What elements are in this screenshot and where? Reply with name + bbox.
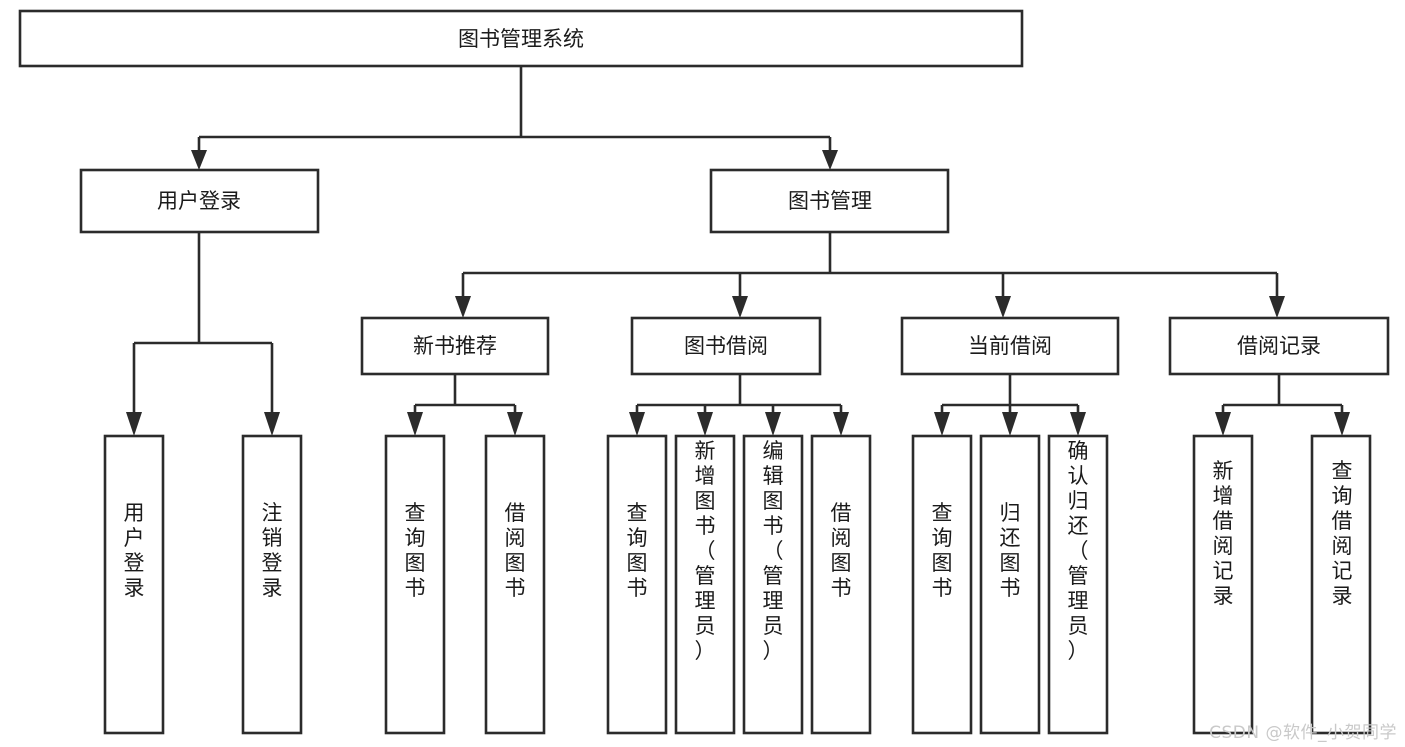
arrow-head-borrow-record xyxy=(1269,296,1285,318)
leaf-add-borrow-record-label: 新增借阅记录 xyxy=(1213,459,1234,608)
leaf-add-borrow-record-box[interactable] xyxy=(1192,434,1254,735)
node-borrow-record-box[interactable] xyxy=(1168,316,1390,376)
leaf-add-borrow-record[interactable]: 新增借阅记录 xyxy=(1192,434,1254,735)
leaf-edit-book-admin[interactable]: 编辑图书（管理员） xyxy=(742,434,804,735)
arrow-head-leaf-query-book-rec xyxy=(407,412,423,436)
leaf-query-borrow-record[interactable]: 查询借阅记录 xyxy=(1310,434,1372,735)
node-user-login-label: 用户登录 xyxy=(157,189,241,213)
arrow-head-leaf-return-book xyxy=(1002,412,1018,436)
connector-group-book-management xyxy=(455,232,1285,318)
node-book-borrow-box[interactable] xyxy=(630,316,822,376)
arrow-head-leaf-query-borrow-record xyxy=(1334,412,1350,436)
node-new-book-recommend-box[interactable] xyxy=(360,316,550,376)
leaf-confirm-return-admin[interactable]: 确认归还（管理员） xyxy=(1047,434,1109,735)
arrow-head-leaf-borrow-book-rec xyxy=(507,412,523,436)
node-borrow-record-label: 借阅记录 xyxy=(1237,334,1321,358)
leaf-user-login[interactable]: 用户登录 xyxy=(103,434,165,735)
leaf-confirm-return-admin-box[interactable] xyxy=(1047,434,1109,735)
leaf-query-book-borrow[interactable]: 查询图书 xyxy=(606,434,668,735)
arrow-head-user-login xyxy=(191,150,207,170)
leaf-return-book-box[interactable] xyxy=(979,434,1041,735)
node-root-label: 图书管理系统 xyxy=(458,27,584,51)
arrow-head-leaf-query-book-borrow xyxy=(629,412,645,436)
leaf-query-borrow-record-label: 查询借阅记录 xyxy=(1332,459,1353,608)
connector-group-borrow-record xyxy=(1215,374,1350,436)
arrow-head-leaf-edit-book-admin xyxy=(765,412,781,436)
connector-group-user-login xyxy=(126,232,280,436)
arrow-head-leaf-confirm-return-admin xyxy=(1070,412,1086,436)
node-new-book-recommend[interactable]: 新书推荐 xyxy=(360,316,550,376)
leaf-add-book-admin-box[interactable] xyxy=(674,434,736,735)
arrow-head-leaf-add-borrow-record xyxy=(1215,412,1231,436)
node-user-login[interactable]: 用户登录 xyxy=(79,168,320,234)
leaf-confirm-return-admin-label: 确认归还（管理员） xyxy=(1068,439,1089,663)
leaf-logout-login[interactable]: 注销登录 xyxy=(241,434,303,735)
connector-group-current-borrow xyxy=(934,374,1086,436)
leaf-borrow-book-box[interactable] xyxy=(810,434,872,735)
node-book-management-box[interactable] xyxy=(709,168,950,234)
leaf-borrow-book-rec-box[interactable] xyxy=(484,434,546,735)
leaf-query-book-rec[interactable]: 查询图书 xyxy=(384,434,446,735)
node-borrow-record[interactable]: 借阅记录 xyxy=(1168,316,1390,376)
node-root-box[interactable] xyxy=(18,9,1024,68)
connector-group-book-borrow xyxy=(629,374,849,436)
node-current-borrow[interactable]: 当前借阅 xyxy=(900,316,1120,376)
leaf-edit-book-admin-label: 编辑图书（管理员） xyxy=(763,439,784,663)
csdn-watermark: CSDN @软件_小贺同学 xyxy=(1209,723,1397,743)
leaf-query-book-rec-label: 查询图书 xyxy=(405,501,426,600)
arrow-head-leaf-add-book-admin xyxy=(697,412,713,436)
leaf-add-book-admin[interactable]: 新增图书（管理员） xyxy=(674,434,736,735)
arrow-head-book-management xyxy=(822,150,838,170)
node-book-borrow[interactable]: 图书借阅 xyxy=(630,316,822,376)
leaf-query-book-current-label: 查询图书 xyxy=(932,501,953,600)
leaf-borrow-book-rec[interactable]: 借阅图书 xyxy=(484,434,546,735)
arrow-head-leaf-query-book-current xyxy=(934,412,950,436)
arrow-head-current-borrow xyxy=(995,296,1011,318)
arrow-head-book-borrow xyxy=(732,296,748,318)
leaf-return-book[interactable]: 归还图书 xyxy=(979,434,1041,735)
leaf-edit-book-admin-box[interactable] xyxy=(742,434,804,735)
node-book-management[interactable]: 图书管理 xyxy=(709,168,950,234)
leaf-query-book-borrow-label: 查询图书 xyxy=(627,501,648,600)
arrow-head-leaf-user-login xyxy=(126,412,142,436)
node-current-borrow-label: 当前借阅 xyxy=(968,334,1052,358)
leaf-borrow-book[interactable]: 借阅图书 xyxy=(810,434,872,735)
leaf-return-book-label: 归还图书 xyxy=(1000,501,1021,600)
leaf-user-login-box[interactable] xyxy=(103,434,165,735)
leaf-query-borrow-record-box[interactable] xyxy=(1310,434,1372,735)
arrow-head-leaf-logout-login xyxy=(264,412,280,436)
leaf-query-book-current[interactable]: 查询图书 xyxy=(911,434,973,735)
node-current-borrow-box[interactable] xyxy=(900,316,1120,376)
leaf-borrow-book-label: 借阅图书 xyxy=(831,501,852,600)
leaf-logout-login-label: 注销登录 xyxy=(262,501,283,600)
node-new-book-recommend-label: 新书推荐 xyxy=(413,334,497,358)
leaf-user-login-label: 用户登录 xyxy=(124,501,145,600)
leaf-query-book-current-box[interactable] xyxy=(911,434,973,735)
leaf-query-book-rec-box[interactable] xyxy=(384,434,446,735)
node-book-management-label: 图书管理 xyxy=(788,189,872,213)
connector-group-new-book-recommend xyxy=(407,374,523,436)
leaf-query-book-borrow-box[interactable] xyxy=(606,434,668,735)
leaf-logout-login-box[interactable] xyxy=(241,434,303,735)
connector-group-root xyxy=(191,66,838,170)
node-root[interactable]: 图书管理系统 xyxy=(18,9,1024,68)
leaf-add-book-admin-label: 新增图书（管理员） xyxy=(695,439,716,663)
node-book-borrow-label: 图书借阅 xyxy=(684,334,768,358)
node-user-login-box[interactable] xyxy=(79,168,320,234)
leaf-borrow-book-rec-label: 借阅图书 xyxy=(505,501,526,600)
arrow-head-new-book-recommend xyxy=(455,296,471,318)
arrow-head-leaf-borrow-book xyxy=(833,412,849,436)
